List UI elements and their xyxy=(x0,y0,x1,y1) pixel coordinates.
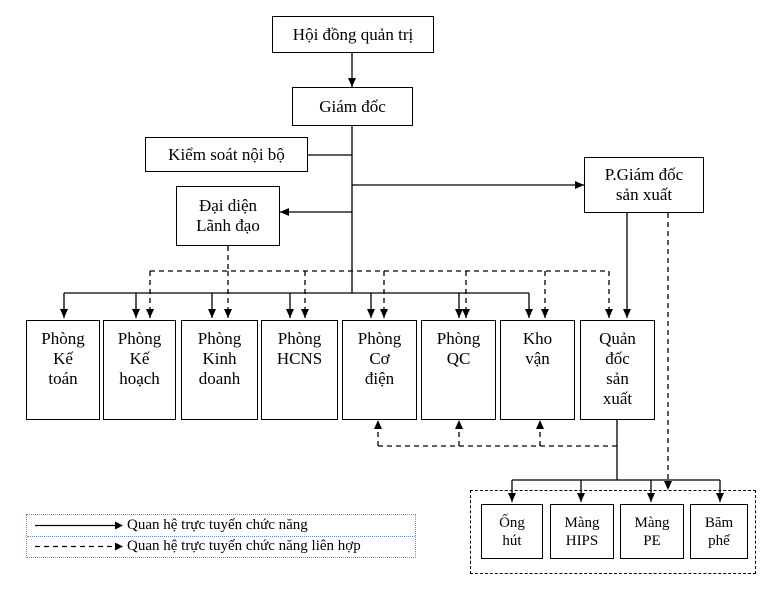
box-accounting: Phòng Kế toán xyxy=(26,320,100,420)
box-planning-line1: Phòng xyxy=(117,329,162,348)
box-foreman-line1: Quản xyxy=(599,329,636,348)
solid-arrow-icon xyxy=(35,521,123,530)
box-crusher: Băm phế xyxy=(690,504,748,559)
box-internal-control: Kiểm soát nội bộ xyxy=(145,137,308,172)
box-business: Phòng Kinh doanh xyxy=(181,320,258,420)
box-foreman-line4: xuất xyxy=(602,389,633,408)
box-mechanical-line2: Cơ xyxy=(369,349,390,368)
box-warehouse: Kho vận xyxy=(500,320,575,420)
box-crusher-line1: Băm xyxy=(704,514,734,531)
box-straw-line1: Ống xyxy=(499,514,525,531)
box-accounting-line1: Phòng xyxy=(41,329,85,348)
box-foreman-line3: sản xyxy=(606,369,629,388)
production-units-group xyxy=(470,490,756,574)
box-business-line1: Phòng xyxy=(197,329,242,348)
box-deputy-director: P.Giám đốc sản xuất xyxy=(584,157,704,213)
box-deputy-line2: sản xuất xyxy=(615,185,673,204)
legend-row-dashed: Quan hệ trực tuyến chức năng liên hợp xyxy=(27,536,415,557)
box-pe: Màng PE xyxy=(620,504,684,559)
box-mechanical-line1: Phòng xyxy=(357,329,402,348)
dashed-arrow-icon xyxy=(35,542,123,551)
box-board-label: Hội đồng quản trị xyxy=(292,24,414,44)
box-pe-line1: Màng xyxy=(634,514,670,531)
box-straw: Ống hút xyxy=(481,504,543,559)
box-hips-line1: Màng xyxy=(564,514,600,531)
box-crusher-line2: phế xyxy=(708,532,730,549)
box-director-label: Giám đốc xyxy=(319,96,386,116)
box-internal-control-label: Kiểm soát nội bộ xyxy=(168,144,285,164)
box-mechanical: Phòng Cơ điện xyxy=(342,320,417,420)
box-hips: Màng HIPS xyxy=(550,504,614,559)
box-pe-line2: PE xyxy=(643,532,661,549)
box-planning-line3: hoạch xyxy=(119,369,160,388)
box-director: Giám đốc xyxy=(292,87,413,126)
box-business-line2: Kinh xyxy=(202,349,237,368)
box-qc: Phòng QC xyxy=(421,320,496,420)
box-planning-line2: Kế xyxy=(129,349,150,368)
box-straw-line2: hút xyxy=(502,532,522,549)
box-accounting-line2: Kế xyxy=(53,349,73,368)
box-representative: Đại diện Lãnh đạo xyxy=(176,186,280,246)
box-foreman-line2: đốc xyxy=(605,349,630,368)
box-representative-line2: Lãnh đạo xyxy=(196,216,260,235)
box-deputy-line1: P.Giám đốc xyxy=(604,165,684,184)
box-qc-line2: QC xyxy=(446,349,471,368)
box-hips-line2: HIPS xyxy=(565,532,599,549)
box-business-line3: doanh xyxy=(198,369,241,388)
box-hr: Phòng HCNS xyxy=(261,320,338,420)
box-accounting-line3: toán xyxy=(48,369,78,388)
legend: Quan hệ trực tuyến chức năng Quan hệ trự… xyxy=(26,514,416,558)
box-board: Hội đồng quản trị xyxy=(272,16,434,53)
box-mechanical-line3: điện xyxy=(364,369,395,388)
box-planning: Phòng Kế hoạch xyxy=(103,320,176,420)
box-warehouse-line2: vận xyxy=(525,349,550,368)
box-hr-line1: Phòng xyxy=(277,329,322,348)
box-qc-line1: Phòng xyxy=(436,329,481,348)
legend-solid-label: Quan hệ trực tuyến chức năng xyxy=(127,517,308,533)
legend-row-solid: Quan hệ trực tuyến chức năng xyxy=(27,515,415,537)
box-warehouse-line1: Kho xyxy=(522,329,553,348)
box-foreman: Quản đốc sản xuất xyxy=(580,320,655,420)
box-hr-line2: HCNS xyxy=(276,349,323,368)
box-representative-line1: Đại diện xyxy=(198,196,258,215)
legend-dashed-label: Quan hệ trực tuyến chức năng liên hợp xyxy=(127,538,361,554)
